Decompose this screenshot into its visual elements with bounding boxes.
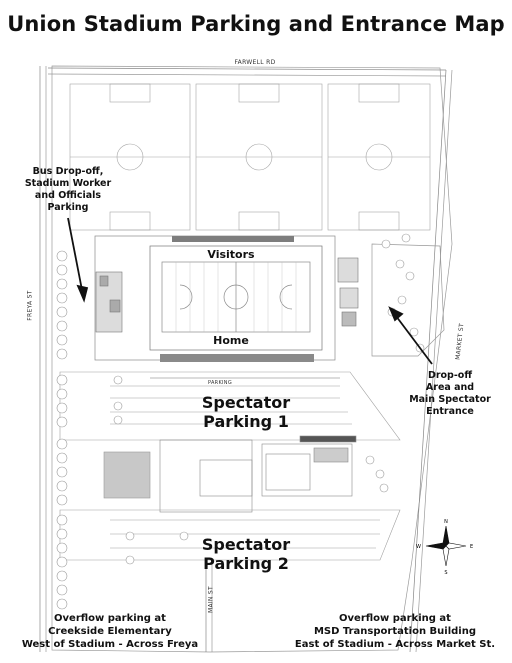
overflow-west-line-1: Overflow parking at bbox=[54, 613, 166, 624]
bus-dropoff-line-3: and Officials bbox=[34, 190, 102, 201]
bus-dropoff-line-2: Stadium Worker bbox=[24, 178, 112, 189]
market-street bbox=[409, 69, 447, 653]
overflow-east-line-2: MSD Transportation Building bbox=[313, 626, 477, 637]
dropoff-area-line-1: Drop-off bbox=[427, 370, 473, 381]
practice-fields bbox=[69, 83, 431, 231]
home-bleachers bbox=[160, 354, 314, 362]
compass-s: S bbox=[444, 570, 447, 576]
bus-dropoff-line-1: Bus Drop-off, bbox=[32, 166, 104, 177]
street-label-farwell: FARWELL RD bbox=[234, 59, 276, 66]
dropoff-loop bbox=[371, 243, 445, 357]
compass-n: N bbox=[444, 519, 448, 525]
arrows bbox=[67, 217, 433, 365]
compass-w: W bbox=[416, 544, 421, 550]
dropoff-area-callout: Drop-off Area and Main Spectator Entranc… bbox=[392, 370, 508, 418]
property-outline bbox=[51, 65, 453, 653]
visitors-label: Visitors bbox=[207, 248, 255, 261]
middle-buildings bbox=[159, 435, 357, 513]
visitor-bleachers bbox=[172, 236, 294, 242]
dropoff-area-line-2: Area and bbox=[425, 382, 475, 393]
overflow-west-line-3: West of Stadium - Across Freya bbox=[21, 639, 199, 650]
parking-1-line-1: Spectator bbox=[201, 393, 291, 412]
dropoff-area-line-4: Entrance bbox=[426, 406, 474, 417]
dropoff-area-arrow bbox=[395, 315, 433, 365]
tree-row-west bbox=[56, 250, 68, 610]
home-label: Home bbox=[213, 334, 249, 347]
bus-dropoff-callout: Bus Drop-off, Stadium Worker and Officia… bbox=[8, 166, 128, 214]
gray-building bbox=[103, 451, 151, 499]
spectator-parking-2-label: Spectator Parking 2 bbox=[186, 535, 306, 573]
overflow-west-line-2: Creekside Elementary bbox=[48, 626, 172, 637]
bus-dropoff-arrow bbox=[67, 217, 83, 291]
bus-dropoff-line-4: Parking bbox=[47, 202, 89, 213]
spectator-parking-1-label: Spectator Parking 1 bbox=[186, 393, 306, 431]
stadium-buildings bbox=[95, 257, 359, 333]
street-label-parking: PARKING bbox=[207, 380, 233, 386]
compass-e: E bbox=[470, 544, 473, 550]
overflow-east-line-1: Overflow parking at bbox=[339, 613, 451, 624]
parking-2-line-2: Parking 2 bbox=[203, 554, 289, 573]
farwell-road bbox=[47, 67, 447, 71]
street-label-freya: FREYA ST bbox=[26, 290, 34, 321]
parking-2-line-1: Spectator bbox=[201, 535, 291, 554]
dropoff-area-line-3: Main Spectator bbox=[409, 394, 491, 405]
map-title: Union Stadium Parking and Entrance Map bbox=[7, 12, 505, 36]
compass-rose bbox=[425, 525, 467, 567]
overflow-east-note: Overflow parking at MSD Transportation B… bbox=[290, 612, 500, 651]
overflow-west-note: Overflow parking at Creekside Elementary… bbox=[10, 612, 210, 651]
parking-1-line-2: Parking 1 bbox=[203, 412, 289, 431]
overflow-east-line-3: East of Stadium - Across Market St. bbox=[294, 639, 496, 650]
